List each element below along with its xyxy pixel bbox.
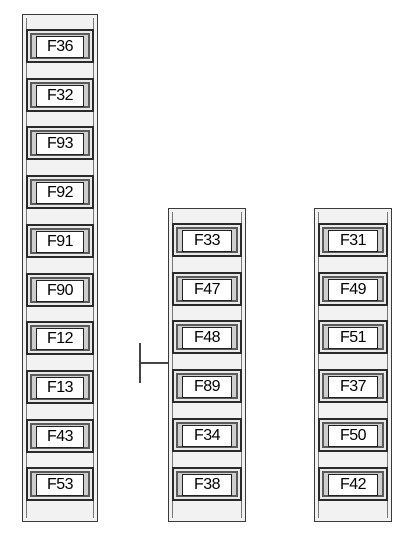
fuse-label: F31 xyxy=(328,230,378,252)
fuse-slot: F49 xyxy=(318,271,388,306)
fuse-slot: F53 xyxy=(26,467,94,502)
fuse-label: F33 xyxy=(182,230,232,252)
fuse-slot: F48 xyxy=(172,320,242,355)
fuse-label: F89 xyxy=(182,376,232,399)
connector-bracket-horizontal xyxy=(139,362,168,364)
fuse-slot: F31 xyxy=(318,223,388,257)
fuse-label: F49 xyxy=(328,278,378,301)
fuse-label: F53 xyxy=(36,474,84,497)
fuse-slot: F90 xyxy=(26,272,94,307)
fuse-label: F50 xyxy=(328,424,378,447)
fuse-slot: F91 xyxy=(26,223,94,258)
fuse-slot: F37 xyxy=(318,369,388,404)
fuse-label: F34 xyxy=(182,424,232,447)
fuse-slot: F12 xyxy=(26,321,94,356)
fuse-slot: F32 xyxy=(26,77,94,112)
fuse-label: F42 xyxy=(328,473,378,496)
fuse-label: F36 xyxy=(36,36,84,58)
fuse-label: F43 xyxy=(36,425,84,448)
fuse-label: F32 xyxy=(36,84,84,107)
fuse-label: F48 xyxy=(182,327,232,350)
fuse-slot: F89 xyxy=(172,369,242,404)
fuse-slot: F42 xyxy=(318,466,388,501)
fuse-slot: F50 xyxy=(318,417,388,452)
fuse-slot: F43 xyxy=(26,418,94,453)
fuse-label: F37 xyxy=(328,376,378,399)
fuse-slot: F36 xyxy=(26,29,94,63)
fuse-slot: F38 xyxy=(172,466,242,501)
fuse-label: F90 xyxy=(36,279,84,302)
fuse-label: F51 xyxy=(328,327,378,350)
fuse-label: F38 xyxy=(182,473,232,496)
fuse-label: F12 xyxy=(36,328,84,351)
fuse-slot: F34 xyxy=(172,417,242,452)
fuse-label: F47 xyxy=(182,278,232,301)
fuse-label: F91 xyxy=(36,230,84,253)
fuse-slot: F33 xyxy=(172,223,242,257)
fuse-slot: F51 xyxy=(318,320,388,355)
fuse-label: F92 xyxy=(36,182,84,205)
fuse-slot: F92 xyxy=(26,175,94,210)
fuse-slot: F47 xyxy=(172,271,242,306)
fuse-label: F13 xyxy=(36,376,84,399)
fuse-slot: F93 xyxy=(26,126,94,161)
fuse-label: F93 xyxy=(36,133,84,156)
fuse-slot: F13 xyxy=(26,369,94,404)
